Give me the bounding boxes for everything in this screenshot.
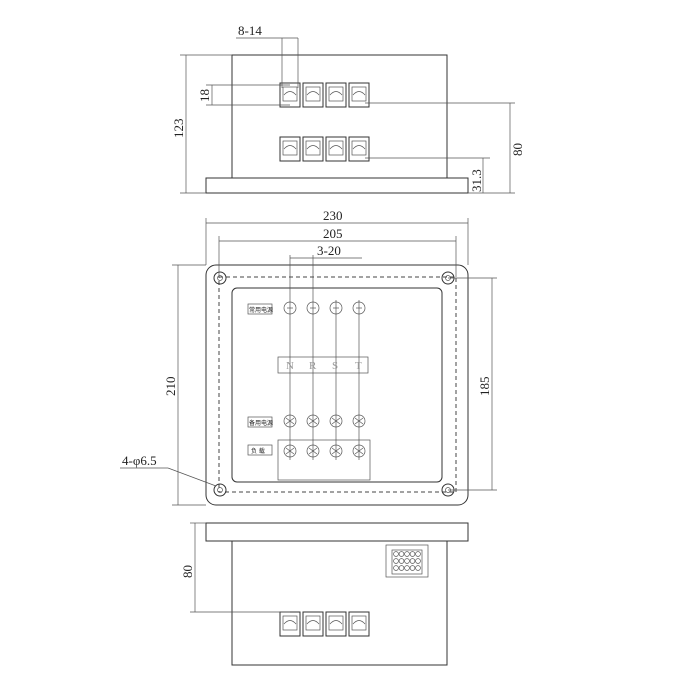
terminal-screw: [329, 301, 343, 315]
terminal-screw: [329, 444, 343, 458]
dim-row-spacing: 18: [197, 89, 212, 102]
terminal-screw: [306, 414, 320, 428]
front-panel: [231, 287, 443, 483]
top-view: 8-14 18 123 80 31.3: [171, 23, 525, 194]
dim-height: 210: [163, 377, 178, 397]
terminal-screw: [352, 414, 366, 428]
terminal: [302, 82, 324, 108]
terminal-screw: [283, 301, 297, 315]
terminal: [302, 611, 324, 637]
connector-pin: [404, 551, 410, 557]
mounting-holes: [213, 271, 455, 497]
connector-pin: [393, 558, 399, 564]
connector-pin: [393, 565, 399, 571]
connector-pin: [398, 558, 405, 564]
bottom-view: 80: [180, 522, 469, 666]
terminal: [348, 611, 370, 637]
connector-pin: [398, 565, 405, 571]
connector-pin: [409, 558, 416, 564]
connector-pin: [415, 565, 421, 571]
terminal: [279, 82, 301, 108]
dim-depth-top: 80: [510, 143, 525, 156]
connector-pin: [415, 558, 421, 564]
terminal-row-lower: [279, 136, 370, 162]
load-terminal-box: [277, 439, 371, 481]
connector-pin: [415, 551, 421, 557]
terminal-screw: [283, 444, 297, 458]
dim-height-top: 123: [171, 119, 186, 139]
terminal: [279, 611, 301, 637]
label-backup-power: 备用电源: [249, 419, 273, 427]
connector-pin: [409, 551, 416, 557]
dim-terminal-pitch: 3-20: [317, 243, 341, 258]
dim-hole-spacing-y: 185: [477, 377, 492, 397]
terminal-screw: [306, 301, 320, 315]
connector: [385, 544, 429, 578]
phase-label: T: [355, 360, 362, 372]
terminal-screw: [352, 444, 366, 458]
dim-holes: 4-φ6.5: [122, 453, 157, 468]
terminal-screw: [283, 414, 297, 428]
connector-pin: [409, 565, 416, 571]
terminal: [325, 136, 347, 162]
top-flange: [205, 177, 469, 194]
terminal-screw: [329, 414, 343, 428]
terminal-screw: [352, 301, 366, 315]
dim-width: 230: [323, 208, 343, 223]
dim-hole-spacing-x: 205: [323, 226, 343, 241]
phase-label: S: [332, 360, 338, 372]
terminal: [279, 136, 301, 162]
connector-pin: [393, 551, 399, 557]
terminal: [302, 136, 324, 162]
label-load: 负 载: [251, 447, 265, 455]
phase-label-box: [277, 356, 369, 374]
mounting-outline: [218, 276, 457, 493]
connector-pin: [398, 551, 405, 557]
phase-label: R: [309, 360, 317, 372]
top-body: [231, 54, 448, 179]
front-view: 230 205 3-20 210 185 4-φ6.5 常用电源 备用电源 负 …: [120, 208, 497, 506]
connector-pin: [404, 558, 410, 564]
terminal: [325, 611, 347, 637]
connector-pin: [404, 565, 410, 571]
terminal-row-upper: [279, 82, 370, 108]
phase-label: N: [286, 360, 294, 372]
mounting-hole: [213, 483, 227, 497]
dim-depth-bottom: 80: [180, 565, 195, 578]
terminal-screw: [306, 444, 320, 458]
terminal-row-bottom: [279, 611, 370, 637]
terminal: [325, 82, 347, 108]
mounting-hole: [213, 271, 227, 285]
bottom-flange: [205, 522, 469, 542]
dim-offset: 31.3: [469, 169, 484, 192]
label-normal-power: 常用电源: [249, 306, 273, 314]
front-plate: [205, 264, 469, 506]
terminal: [348, 82, 370, 108]
terminal: [348, 136, 370, 162]
dim-terminal-width: 8-14: [238, 23, 262, 38]
